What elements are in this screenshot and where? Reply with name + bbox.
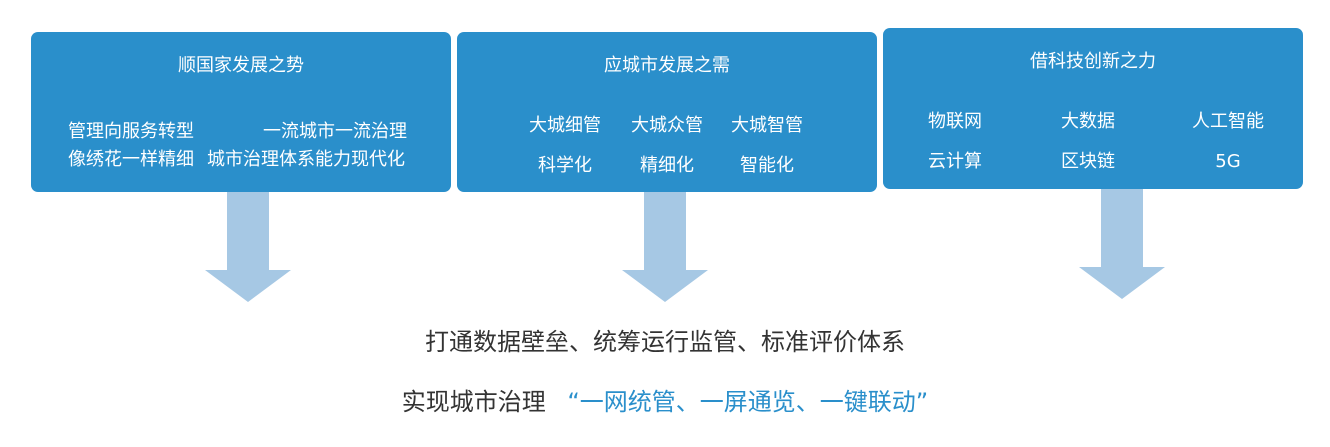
box-item: 大城众管: [631, 115, 703, 136]
box-item: 管理向服务转型: [68, 121, 194, 142]
down-arrow-icon: [1079, 189, 1165, 299]
slogan-prefix: 实现城市治理: [401, 388, 546, 416]
box-item: 大数据: [1061, 111, 1115, 132]
box-item: 区块链: [1061, 151, 1115, 172]
box-item: 人工智能: [1192, 111, 1264, 132]
slogan-quote: “一网统管、一屏通览、一键联动”: [567, 388, 929, 416]
box-tech-innovation: 借科技创新之力 物联网 大数据 人工智能 云计算 区块链 5G: [883, 28, 1303, 189]
box-item: 一流城市一流治理: [263, 121, 407, 142]
box-national-trend: 顺国家发展之势 管理向服务转型 一流城市一流治理 像绣花一样精细 城市治理体系能…: [31, 32, 451, 192]
box-item: 大城智管: [731, 115, 803, 136]
box-item: 物联网: [928, 111, 982, 132]
box-item: 5G: [1215, 151, 1241, 172]
box-item: 大城细管: [529, 115, 601, 136]
slogan-line-2: 实现城市治理 “一网统管、一屏通览、一键联动”: [0, 386, 1330, 418]
box-title: 顺国家发展之势: [178, 55, 304, 76]
box-item: 像绣花一样精细: [68, 149, 194, 170]
box-item: 云计算: [928, 151, 982, 172]
down-arrow-icon: [622, 192, 708, 302]
down-arrow-icon: [205, 192, 291, 302]
box-city-need: 应城市发展之需 大城细管 大城众管 大城智管 科学化 精细化 智能化: [457, 32, 877, 192]
box-title: 借科技创新之力: [1030, 51, 1156, 72]
box-item: 智能化: [740, 155, 794, 176]
slogan-line-1: 打通数据壁垒、统筹运行监管、标准评价体系: [425, 328, 905, 356]
box-item: 城市治理体系能力现代化: [207, 149, 405, 170]
box-item: 科学化: [538, 155, 592, 176]
box-item: 精细化: [640, 155, 694, 176]
box-title: 应城市发展之需: [604, 55, 730, 76]
